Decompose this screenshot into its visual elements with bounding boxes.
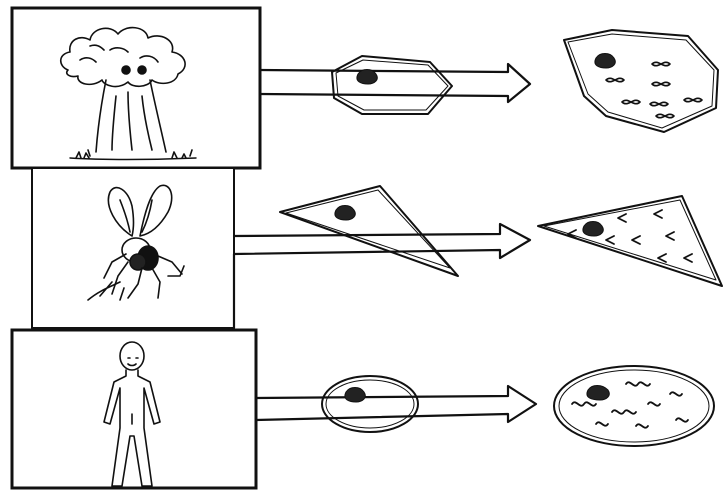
arrow-tree <box>258 62 532 104</box>
pollen-grain-icon <box>594 53 616 69</box>
fly-icon <box>87 184 185 301</box>
chevron-mark-icon <box>567 209 693 263</box>
row-human <box>10 328 715 490</box>
result-ellipse <box>553 365 715 447</box>
human-figure-icon <box>103 341 161 487</box>
result-triangle <box>537 195 723 287</box>
pollen-triangle <box>279 185 459 277</box>
baobab-tree-icon <box>59 26 197 161</box>
wave-squiggle-icon <box>571 381 689 429</box>
arrow-human <box>254 384 538 424</box>
pollen-grain-icon <box>586 385 610 401</box>
pollen-grain-icon <box>582 221 604 237</box>
row-tree <box>10 6 719 170</box>
tree-panel <box>10 6 262 170</box>
human-panel <box>10 328 258 490</box>
pollen-hexagon <box>331 55 453 115</box>
fly-panel <box>31 167 235 329</box>
result-hexagon <box>563 29 719 133</box>
pollen-grain-icon <box>356 69 378 85</box>
arrow-fly <box>232 222 532 330</box>
pollen-ellipse <box>321 375 419 433</box>
row-fly <box>31 167 723 330</box>
pollen-grain-icon <box>344 387 366 403</box>
figure-eight-squiggle-icon <box>605 61 703 119</box>
pollen-grain-icon <box>334 205 356 221</box>
